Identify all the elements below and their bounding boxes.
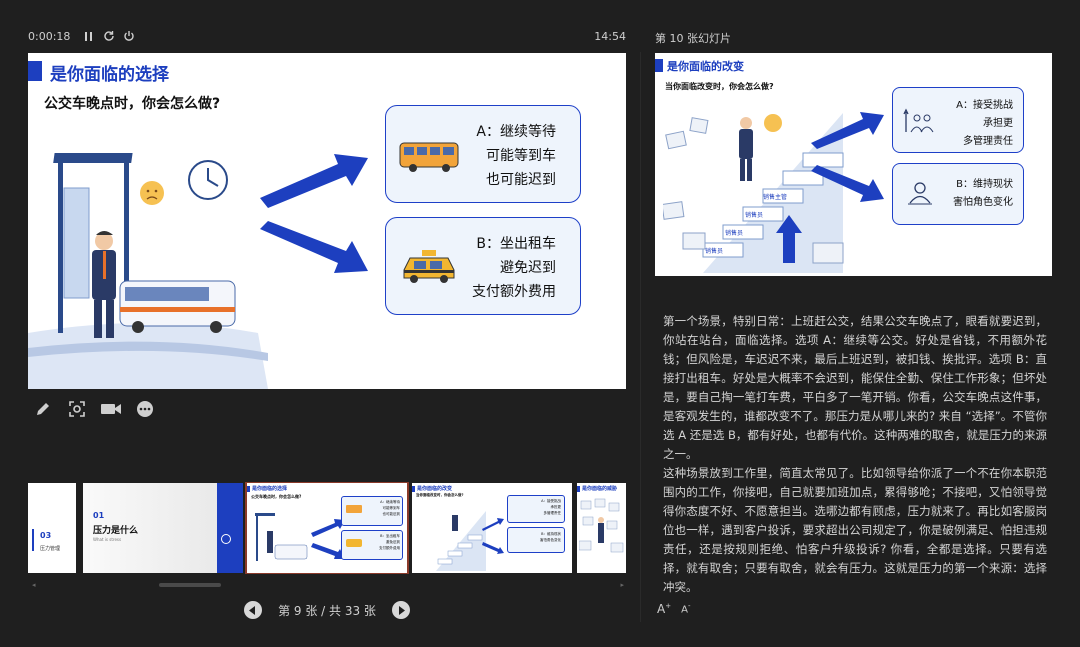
pen-icon[interactable] (32, 399, 54, 419)
thumbnail-slide[interactable]: 是你面临的威胁 (577, 483, 626, 573)
bus-icon (399, 142, 459, 172)
option-a-line: 可能等到车 (486, 148, 556, 164)
decrease-font-icon[interactable]: A- (681, 602, 691, 616)
next-slide-question: 当你面临改变时，你会怎么做? (665, 82, 774, 91)
thumbnail-slide[interactable]: 01 压力是什么 What is stress (83, 483, 243, 573)
camera-icon[interactable] (100, 399, 122, 419)
slide-thumbnail-strip: 03 压力管理 01 压力是什么 What is stress 是你面临的选择 … (28, 482, 626, 574)
stair-label: 销售员 (745, 211, 763, 219)
notes-paragraph: 第一个场景，特别日常：上班赶公交，结果公交车晚点了，眼看就要迟到，你站在站台，面… (663, 314, 1047, 461)
thumb-question: 公交车晚点时，你会怎么做? (251, 494, 302, 499)
arrow-b-icon (811, 165, 884, 202)
next-option-a-text: A：接受挑战 承担更 多管理责任 (956, 97, 1013, 151)
thumbnail-slide-current[interactable]: 是你面临的选择 公交车晚点时，你会怎么做? A：继续等待 可能等到车 也可能迟到… (245, 482, 409, 574)
thumb-option-line: 多管理责任 (543, 511, 562, 515)
presenter-topbar: 0:00:18 14:54 (28, 28, 626, 44)
person-icon (908, 182, 932, 205)
thumb-title: 是你面临的选择 (252, 486, 288, 492)
thumb-option-line: A：接受挑战 (541, 499, 561, 503)
thumb-option-line: 承担更 (550, 505, 562, 509)
restart-icon[interactable] (102, 29, 116, 43)
thumb-option-line: 害怕角色变化 (540, 538, 561, 542)
option-b-line: 避免迟到 (500, 260, 556, 276)
scroll-right-icon[interactable]: ▸ (620, 581, 624, 589)
next-slide-preview[interactable]: 是你面临的改变 当你面临改变时，你会怎么做? 销售主管 销售员 销售员 销售员 (655, 53, 1052, 276)
next-slide-button[interactable] (392, 601, 410, 619)
thumb-option-line: A：继续等待 (380, 500, 400, 504)
option-b-line: 支付额外费用 (472, 284, 556, 300)
increase-font-icon[interactable]: A+ (657, 602, 672, 616)
thumb-num: 01 (93, 511, 105, 520)
thumb-option-line: 支付额外费用 (379, 546, 400, 550)
thumb-option-line: 可能等到车 (382, 506, 401, 510)
option-a-card: A：继续等待 可能等到车 也可能迟到 (385, 105, 581, 203)
next-option-b-line: B：维持现状 (956, 179, 1013, 190)
clock: 14:54 (594, 29, 626, 43)
arrow-a-icon (811, 112, 884, 149)
next-option-a-line: 多管理责任 (963, 136, 1013, 147)
notes-paragraph: 这种场景放到工作里，简直太常见了。比如领导给你派了一个不在你本职范围内的工作，你… (663, 466, 1047, 594)
thumb-option-line: 也可能迟到 (382, 512, 401, 516)
taxi-icon (403, 250, 455, 283)
thumbnail-slide[interactable]: 是你面临的改变 当你面临改变时，你会怎么做? A：接受挑战 承担更 多管理责任 … (412, 483, 572, 573)
option-a-text: A：继续等待 可能等到车 也可能迟到 (476, 120, 556, 192)
option-a-line: A：继续等待 (476, 124, 556, 140)
more-options-icon[interactable] (134, 399, 156, 419)
thumb-title: 是你面临的威胁 (582, 486, 618, 492)
thumbnail-slide[interactable]: 03 压力管理 (28, 483, 76, 573)
thumb-question: 当你面临改变时，你会怎么做? (416, 493, 464, 497)
next-option-b-line: 害怕角色变化 (953, 197, 1013, 208)
thumb-option-line: B：维持现状 (541, 532, 561, 536)
previous-slide-button[interactable] (244, 601, 262, 619)
slide-title: 是你面临的选择 (50, 65, 169, 85)
option-a-line: 也可能迟到 (486, 172, 556, 188)
scroll-left-icon[interactable]: ◂ (32, 581, 36, 589)
stair-label: 销售主管 (763, 193, 787, 201)
arrow-b-icon (260, 221, 368, 273)
thumb-option-line: 避免迟到 (386, 540, 400, 544)
next-option-b-text: B：维持现状 害怕角色变化 (953, 176, 1013, 212)
zoom-icon[interactable] (66, 399, 88, 419)
slide-tools (32, 399, 156, 419)
scrollbar-thumb[interactable] (159, 583, 221, 587)
next-title-accent-bar (655, 59, 663, 72)
growth-people-icon (903, 108, 934, 133)
next-slide-label: 第 10 张幻灯片 (655, 32, 731, 45)
bus-stop-illustration (28, 153, 268, 389)
next-option-b-card: B：维持现状 害怕角色变化 (892, 163, 1024, 225)
current-slide: 是你面临的选择 公交车晚点时，你会怎么做? (28, 53, 626, 389)
thumb-option-line: B：坐出租车 (380, 534, 400, 538)
slide-pager: 第 9 张 / 共 33 张 (244, 600, 410, 620)
next-option-a-line: 承担更 (983, 118, 1013, 129)
panel-divider (640, 52, 641, 622)
stair-label: 销售员 (705, 247, 723, 255)
option-b-line: B：坐出租车 (476, 236, 556, 252)
elapsed-timer: 0:00:18 (28, 29, 71, 43)
slide-question: 公交车晚点时，你会怎么做? (44, 96, 221, 112)
stairs-illustration: 销售主管 销售员 销售员 销售员 (663, 113, 844, 273)
notes-font-controls: A+ A- (657, 602, 690, 616)
thumb-section-num: 03 (40, 531, 52, 540)
speaker-notes[interactable]: 第一个场景，特别日常：上班赶公交，结果公交车晚点了，眼看就要迟到，你站在站台，面… (663, 312, 1047, 597)
next-slide-title: 是你面临的改变 (667, 60, 744, 73)
thumb-title: 是你面临的改变 (417, 486, 453, 492)
thumb-section-label: 压力管理 (40, 546, 61, 552)
pause-icon[interactable] (82, 29, 96, 43)
thumb-title: 压力是什么 (93, 526, 139, 536)
next-option-a-line: A：接受挑战 (956, 100, 1013, 111)
title-accent-bar (28, 61, 42, 81)
thumb-subtitle: What is stress (93, 537, 122, 542)
next-option-a-card: A：接受挑战 承担更 多管理责任 (892, 87, 1024, 153)
thumbnail-scrollbar[interactable]: ◂ ▸ (28, 580, 626, 590)
power-icon[interactable] (122, 29, 136, 43)
option-b-text: B：坐出租车 避免迟到 支付额外费用 (472, 232, 556, 304)
stair-label: 销售员 (725, 229, 743, 237)
option-b-card: B：坐出租车 避免迟到 支付额外费用 (385, 217, 581, 315)
slide-counter: 第 9 张 / 共 33 张 (278, 603, 376, 618)
arrow-a-icon (260, 154, 368, 208)
